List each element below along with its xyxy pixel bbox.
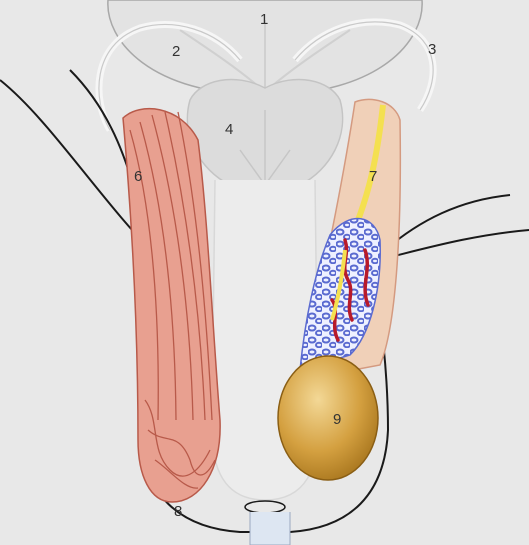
- label-4: 4: [225, 121, 233, 138]
- label-6: 6: [134, 168, 142, 185]
- label-7: 7: [369, 168, 377, 185]
- label-1: 1: [260, 11, 268, 28]
- label-2: 2: [172, 43, 180, 60]
- label-3: 3: [428, 41, 436, 58]
- base-plate: [250, 512, 290, 545]
- label-8: 8: [174, 503, 182, 520]
- label-9: 9: [333, 411, 341, 428]
- testis: [278, 356, 378, 480]
